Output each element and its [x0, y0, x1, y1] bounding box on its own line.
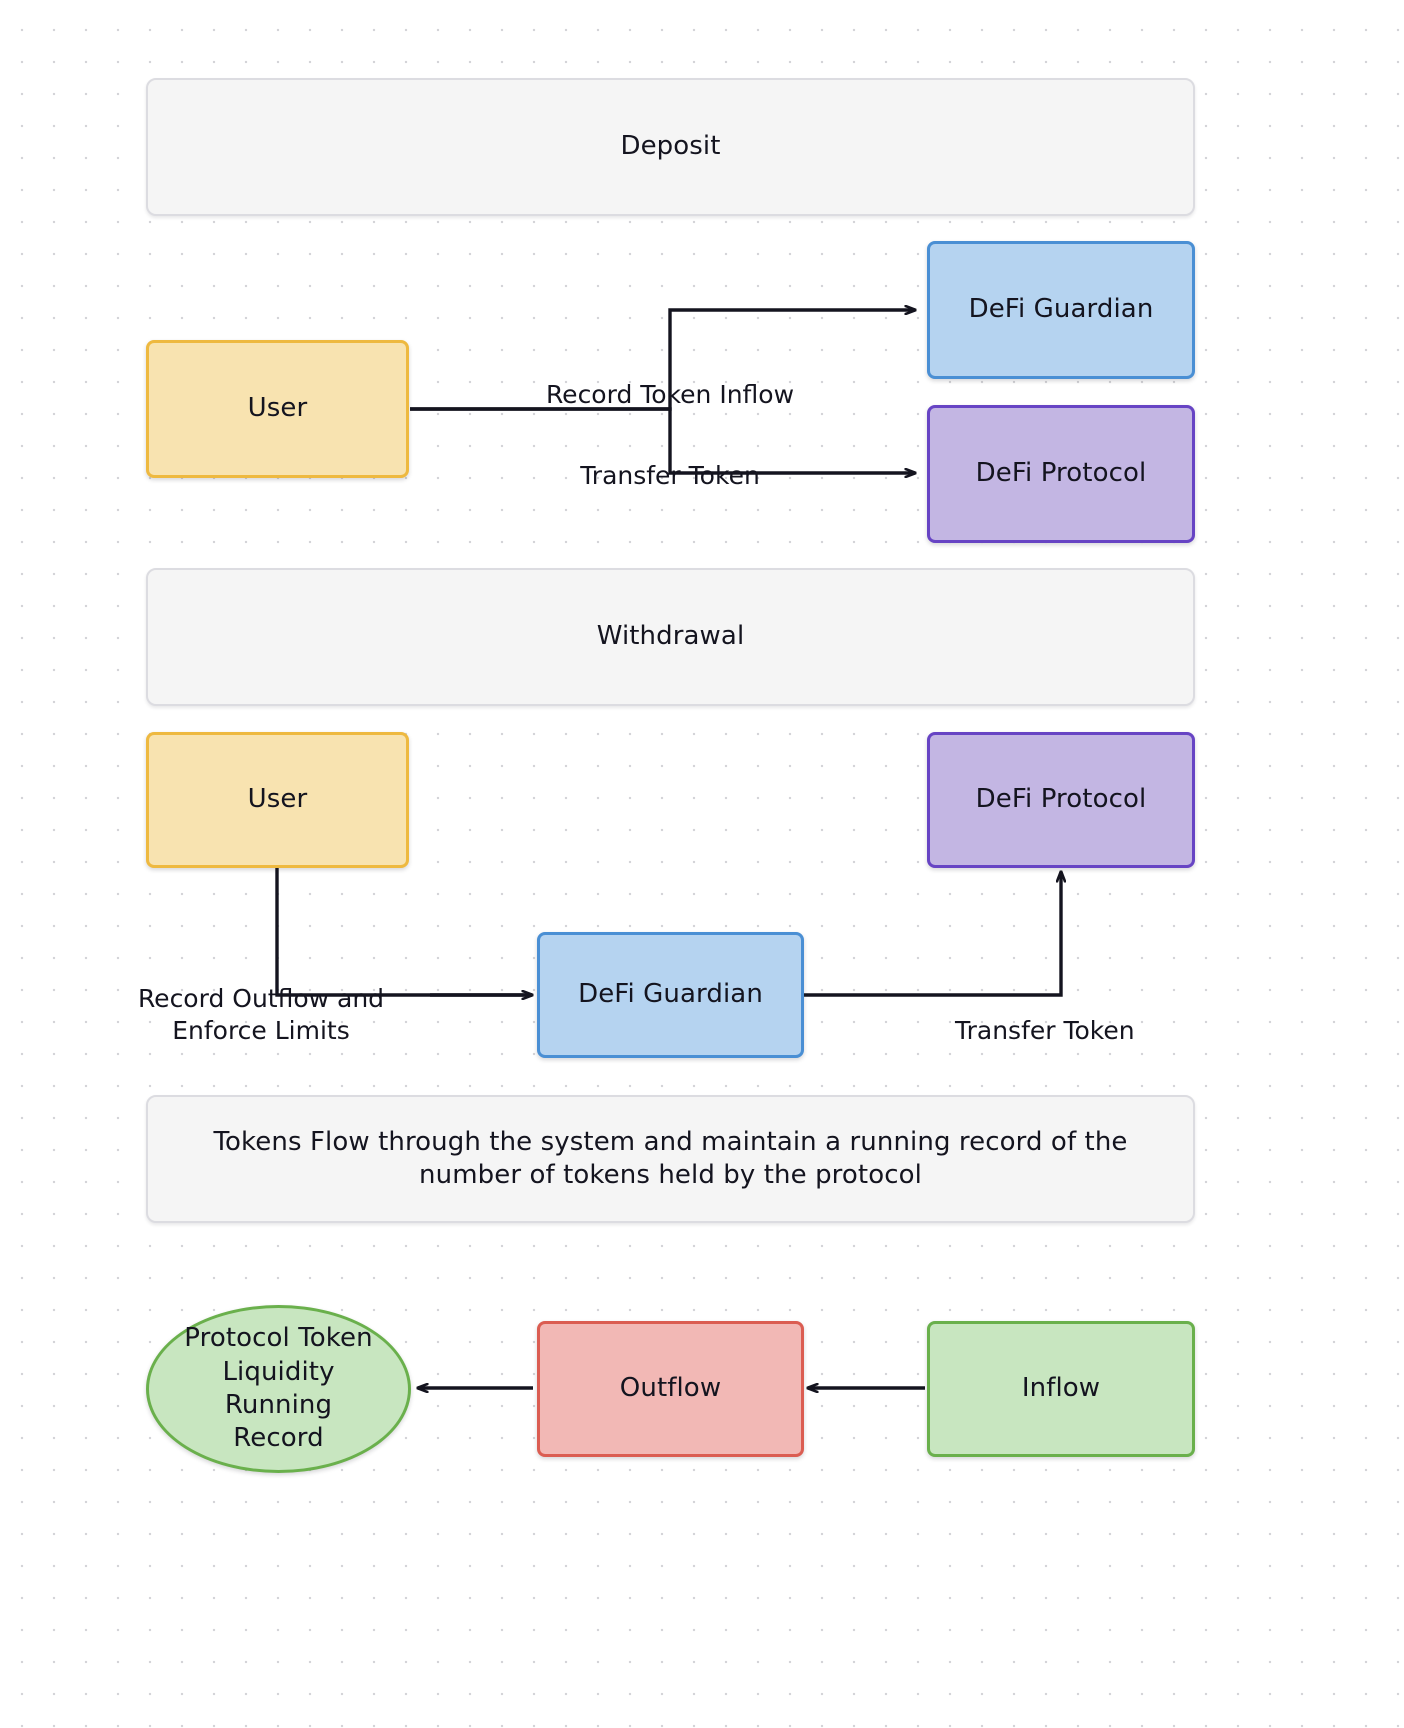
- node-withdrawal-user[interactable]: User: [146, 732, 409, 868]
- node-withdrawal-user-label: User: [247, 784, 308, 815]
- section-banner-summary: Tokens Flow through the system and maint…: [146, 1095, 1195, 1223]
- edge-label-record-token-inflow-text: Record Token Inflow: [545, 380, 795, 409]
- edge-transfer-token-withdrawal: [804, 872, 1061, 997]
- node-inflow[interactable]: Inflow: [927, 1321, 1195, 1457]
- node-withdrawal-protocol[interactable]: DeFi Protocol: [927, 732, 1195, 868]
- node-withdrawal-guardian-label: DeFi Guardian: [578, 979, 763, 1010]
- node-deposit-user-label: User: [247, 393, 308, 424]
- node-outflow[interactable]: Outflow: [537, 1321, 804, 1457]
- node-deposit-guardian[interactable]: DeFi Guardian: [927, 241, 1195, 379]
- section-banner-summary-label: Tokens Flow through the system and maint…: [213, 1126, 1128, 1190]
- node-running-record[interactable]: Protocol Token Liquidity Running Record: [146, 1305, 411, 1473]
- edge-label-record-token-inflow: Record Token Inflow: [450, 347, 890, 411]
- edge-label-record-outflow-enforce-limits-text: Record Outflow and Enforce Limits: [137, 984, 385, 1045]
- edge-label-record-outflow-enforce-limits: Record Outflow and Enforce Limits: [98, 951, 424, 1047]
- node-deposit-protocol-label: DeFi Protocol: [975, 458, 1147, 489]
- section-banner-deposit-label: Deposit: [620, 131, 721, 162]
- node-deposit-guardian-label: DeFi Guardian: [968, 294, 1154, 325]
- node-running-record-label: Protocol Token Liquidity Running Record: [184, 1323, 373, 1454]
- edge-label-transfer-token-withdrawal: Transfer Token: [955, 983, 1135, 1047]
- edge-label-transfer-token-deposit-text: Transfer Token: [580, 461, 760, 490]
- section-banner-withdrawal-label: Withdrawal: [596, 621, 745, 652]
- section-banner-deposit: Deposit: [146, 78, 1195, 216]
- node-outflow-label: Outflow: [619, 1373, 722, 1404]
- section-banner-withdrawal: Withdrawal: [146, 568, 1195, 706]
- node-withdrawal-protocol-label: DeFi Protocol: [975, 784, 1147, 815]
- node-deposit-user[interactable]: User: [146, 340, 409, 478]
- node-withdrawal-guardian[interactable]: DeFi Guardian: [537, 932, 804, 1058]
- node-deposit-protocol[interactable]: DeFi Protocol: [927, 405, 1195, 543]
- edge-label-transfer-token-withdrawal-text: Transfer Token: [955, 1016, 1135, 1045]
- edge-label-transfer-token-deposit: Transfer Token: [450, 428, 890, 492]
- node-inflow-label: Inflow: [1021, 1373, 1101, 1404]
